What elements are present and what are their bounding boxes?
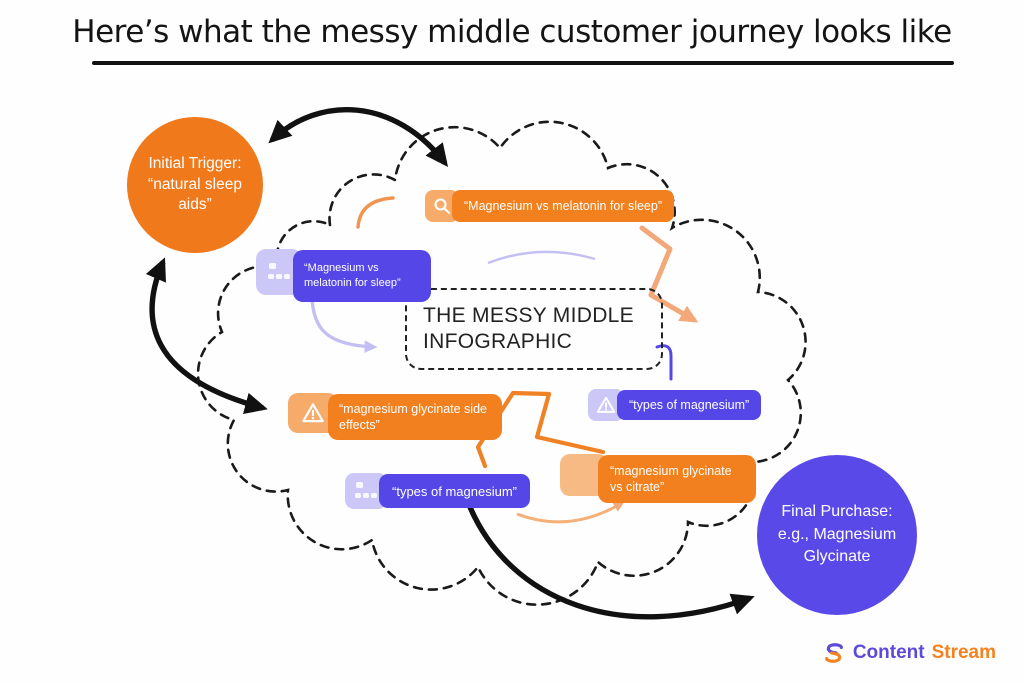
chip-results-melatonin-label: “Magnesium vs melatonin for sleep”: [293, 250, 431, 302]
center-label-box: THE MESSY MIDDLE INFOGRAPHIC: [405, 288, 663, 370]
chip-warning-side-effects-label: “magnesium glycinate side effects”: [328, 394, 502, 440]
arrow-trigger-to-cloud: [268, 107, 449, 167]
chip-search-label: “Magnesium vs melatonin for sleep”: [452, 190, 674, 222]
chip-warning-types-label: “types of magnesium”: [617, 390, 762, 420]
arrow-trigger-to-sideeffects: [145, 257, 268, 414]
logo-s-icon: [824, 643, 843, 663]
initial-trigger-circle: Initial Trigger: “natural sleep aids”: [127, 117, 263, 253]
hook-purple-types: [655, 344, 673, 381]
messy-middle-cloud-outline: [196, 120, 807, 606]
initial-trigger-label: Initial Trigger: “natural sleep aids”: [148, 154, 242, 214]
arc-orange-topleft: [356, 196, 395, 229]
arrow-results-to-center: [310, 293, 378, 353]
arrow-search-zigzag: [639, 225, 699, 323]
final-purchase-circle: Final Purchase: e.g., Magnesium Glycinat…: [757, 455, 917, 615]
center-label: THE MESSY MIDDLE INFOGRAPHIC: [423, 303, 634, 353]
chip-results-types: “types of magnesium”: [345, 473, 530, 509]
title-underline: [92, 61, 954, 65]
arc-light-purple-center: [487, 250, 596, 265]
logo-text-content: Content: [852, 642, 925, 663]
scribble-orange-zigzag: [475, 390, 606, 469]
page-title: Here’s what the messy middle customer jo…: [72, 14, 952, 50]
arrow-types-to-compare: [516, 501, 625, 524]
logo-text-stream: Stream: [931, 642, 996, 663]
arrow-cloud-to-purchase: [467, 505, 755, 620]
chip-search-query: “Magnesium vs melatonin for sleep”: [425, 190, 674, 222]
content-stream-logo: Content Stream: [822, 641, 996, 665]
final-purchase-label: Final Purchase: e.g., Magnesium Glycinat…: [777, 503, 897, 566]
chip-results-types-label: “types of magnesium”: [379, 474, 530, 508]
chip-compare-glycinate-citrate: “magnesium glycinate vs citrate”: [560, 454, 756, 503]
chip-compare-label: “magnesium glycinate vs citrate”: [598, 455, 756, 503]
chip-warning-types: “types of magnesium”: [588, 389, 762, 421]
chip-results-melatonin: “Magnesium vs melatonin for sleep”: [256, 249, 431, 302]
chip-warning-side-effects: “magnesium glycinate side effects”: [288, 393, 502, 440]
